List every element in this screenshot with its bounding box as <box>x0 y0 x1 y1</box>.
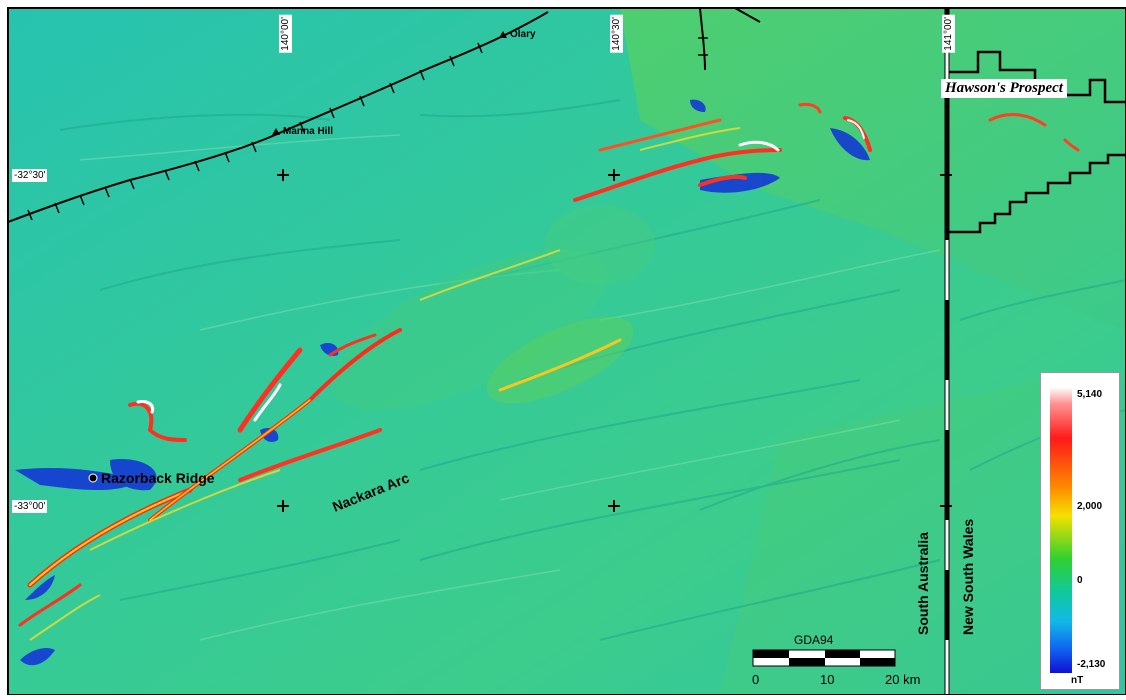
olary-marker <box>499 31 507 38</box>
legend-max-label: 5,140 <box>1077 389 1103 400</box>
scale-label-0: 0 <box>752 672 760 687</box>
legend-mid-label: 2,000 <box>1077 501 1103 512</box>
scale-label-20km: 20 km <box>885 672 921 687</box>
grid-crosses <box>277 169 952 512</box>
lat-label-32-30: -32°30' <box>12 169 48 182</box>
hawsons-prospect-label: Hawson's Prospect <box>941 79 1067 98</box>
streaks-light <box>79 134 941 641</box>
railway-ticks <box>27 37 708 221</box>
legend-min-label: -2,130 <box>1077 659 1106 670</box>
lon-label-140-30: 140°30' <box>610 15 623 53</box>
se-green-zone <box>720 380 1040 695</box>
razorback-ridge-marker <box>88 473 98 483</box>
south-australia-label: South Australia <box>915 532 931 635</box>
razorback-ridge-label: Razorback Ridge <box>101 470 215 486</box>
legend-zero-label: 0 <box>1077 575 1083 586</box>
scale-label-10: 10 <box>820 672 835 687</box>
olary-label: Olary <box>510 29 536 40</box>
manna-hill-marker <box>272 128 280 135</box>
color-legend: 5,140 2,000 0 -2,130 nT <box>1040 372 1120 690</box>
manna-hill-label: Manna Hill <box>283 126 334 137</box>
high-anomalies <box>18 102 1080 627</box>
lat-label-33-00: -33°00' <box>12 500 48 513</box>
legend-unit-label: nT <box>1071 675 1084 686</box>
scale-bar <box>752 649 896 667</box>
scale-datum-label: GDA94 <box>794 633 834 647</box>
legend-color-ramp <box>1050 387 1072 673</box>
lon-label-141-00: 141°00' <box>942 15 955 53</box>
lon-label-140-00: 140°00' <box>279 15 292 53</box>
central-structure <box>332 249 608 411</box>
new-south-wales-label: New South Wales <box>960 518 976 635</box>
yellow-ridges <box>29 127 741 641</box>
